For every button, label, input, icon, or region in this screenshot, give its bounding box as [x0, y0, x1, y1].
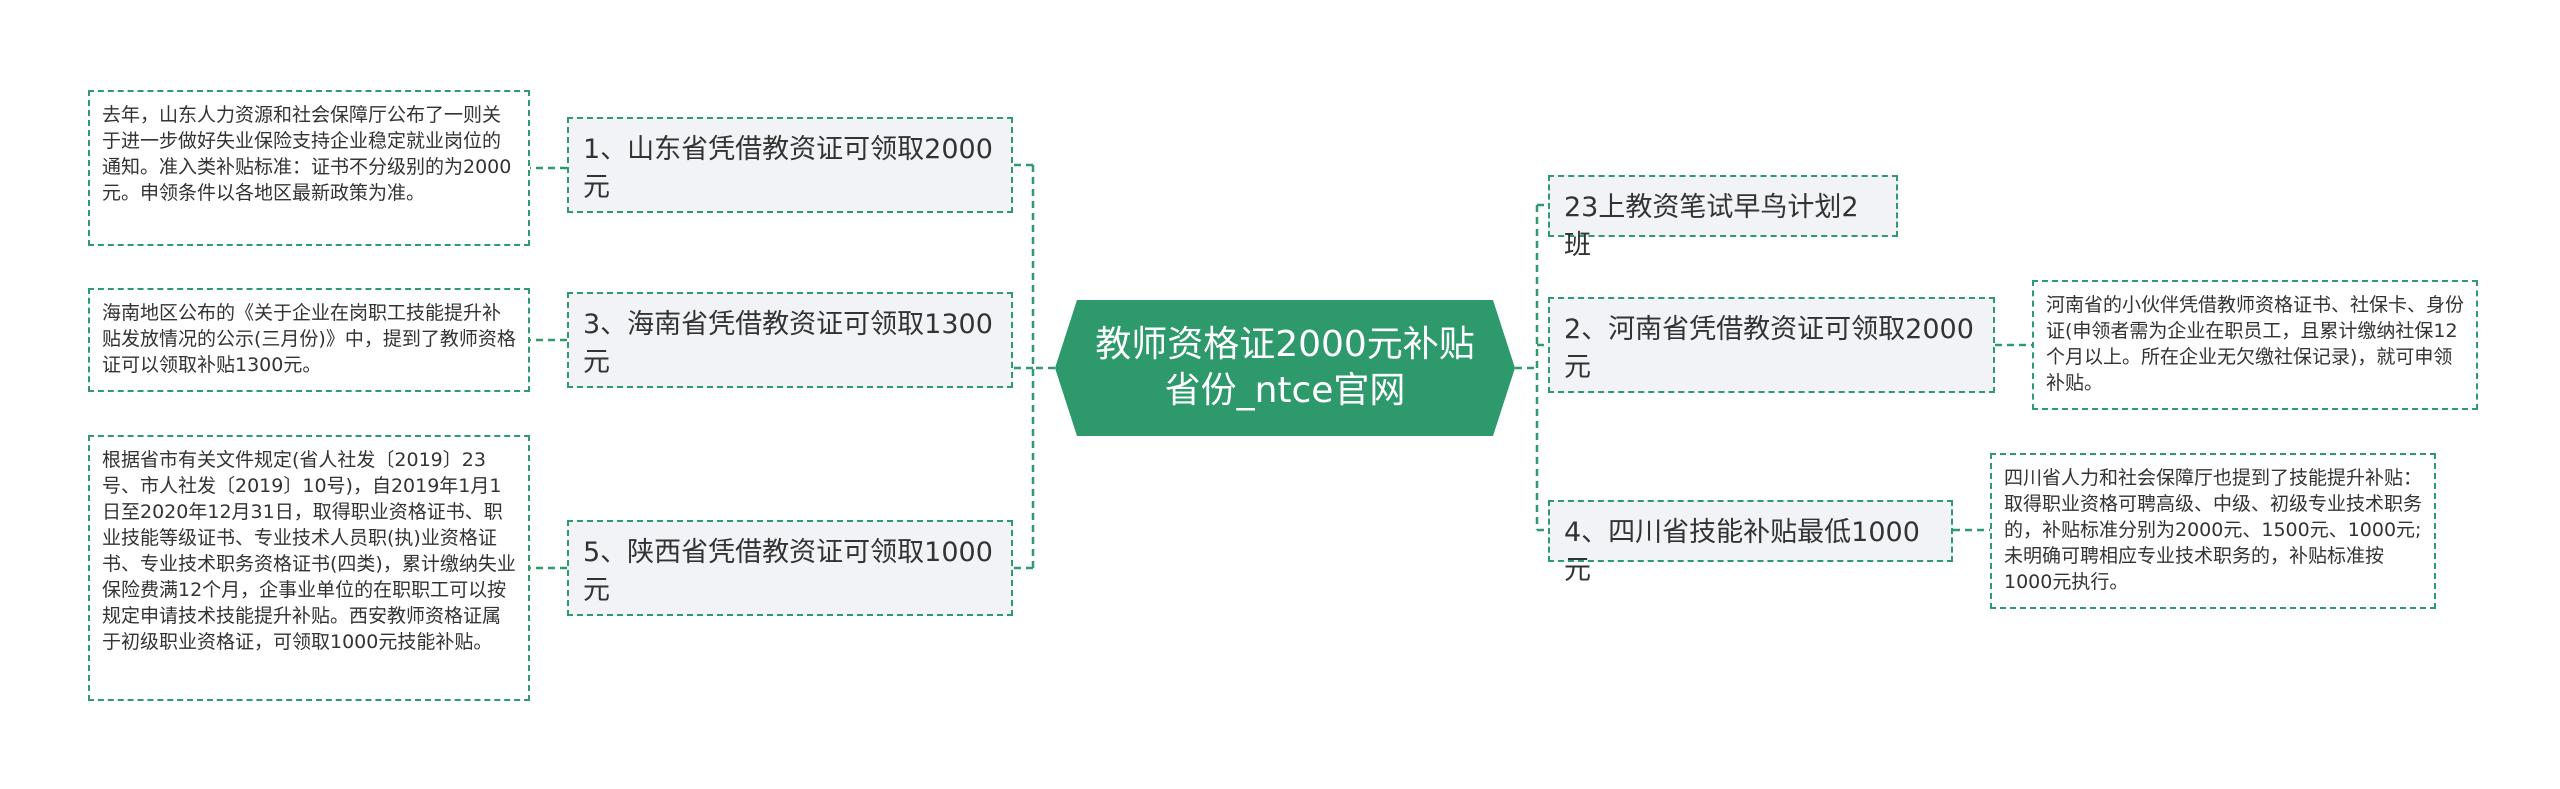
branch-early-bird-label: 23上教资笔试早鸟计划2班	[1564, 192, 1859, 261]
branch-early-bird-plan[interactable]: 23上教资笔试早鸟计划2班	[1548, 175, 1898, 261]
leaf-shaanxi-detail[interactable]: 根据省市有关文件规定(省人社发〔2019〕23号、市人社发〔2019〕10号)，…	[88, 435, 530, 701]
branch-shaanxi[interactable]: 5、陕西省凭借教资证可领取1000元	[567, 520, 1013, 616]
leaf-shandong-text: 去年，山东人力资源和社会保障厅公布了一则关于进一步做好失业保险支持企业稳定就业岗…	[102, 104, 512, 204]
leaf-hainan-text: 海南地区公布的《关于企业在岗职工技能提升补贴发放情况的公示(三月份)》中，提到了…	[102, 302, 516, 376]
leaf-sichuan-detail[interactable]: 四川省人力和社会保障厅也提到了技能提升补贴：取得职业资格可聘高级、中级、初级专业…	[1990, 453, 2436, 609]
branch-henan-label: 2、河南省凭借教资证可领取2000元	[1564, 314, 1974, 383]
branch-henan[interactable]: 2、河南省凭借教资证可领取2000元	[1548, 297, 1995, 393]
leaf-henan-detail[interactable]: 河南省的小伙伴凭借教师资格证书、社保卡、身份证(申领者需为企业在职员工，且累计缴…	[2032, 280, 2478, 410]
central-topic-shape	[1055, 300, 1515, 436]
central-topic[interactable]: 教师资格证2000元补贴省份_ntce官网	[1055, 300, 1515, 436]
branch-hainan[interactable]: 3、海南省凭借教资证可领取1300元	[567, 292, 1013, 388]
leaf-sichuan-text: 四川省人力和社会保障厅也提到了技能提升补贴：取得职业资格可聘高级、中级、初级专业…	[2004, 467, 2423, 593]
branch-sichuan-label: 4、四川省技能补贴最低1000元	[1564, 517, 1920, 586]
leaf-henan-text: 河南省的小伙伴凭借教师资格证书、社保卡、身份证(申领者需为企业在职员工，且累计缴…	[2046, 294, 2465, 394]
leaf-hainan-detail[interactable]: 海南地区公布的《关于企业在岗职工技能提升补贴发放情况的公示(三月份)》中，提到了…	[88, 288, 530, 392]
leaf-shandong-detail[interactable]: 去年，山东人力资源和社会保障厅公布了一则关于进一步做好失业保险支持企业稳定就业岗…	[88, 90, 530, 246]
branch-sichuan[interactable]: 4、四川省技能补贴最低1000元	[1548, 500, 1953, 586]
branch-shandong[interactable]: 1、山东省凭借教资证可领取2000元	[567, 117, 1013, 213]
leaf-shaanxi-text: 根据省市有关文件规定(省人社发〔2019〕23号、市人社发〔2019〕10号)，…	[102, 449, 516, 653]
branch-hainan-label: 3、海南省凭借教资证可领取1300元	[583, 309, 993, 378]
branch-shaanxi-label: 5、陕西省凭借教资证可领取1000元	[583, 537, 993, 606]
central-topic-title: 教师资格证2000元补贴省份_ntce官网	[1095, 324, 1475, 411]
branch-shandong-label: 1、山东省凭借教资证可领取2000元	[583, 134, 993, 203]
